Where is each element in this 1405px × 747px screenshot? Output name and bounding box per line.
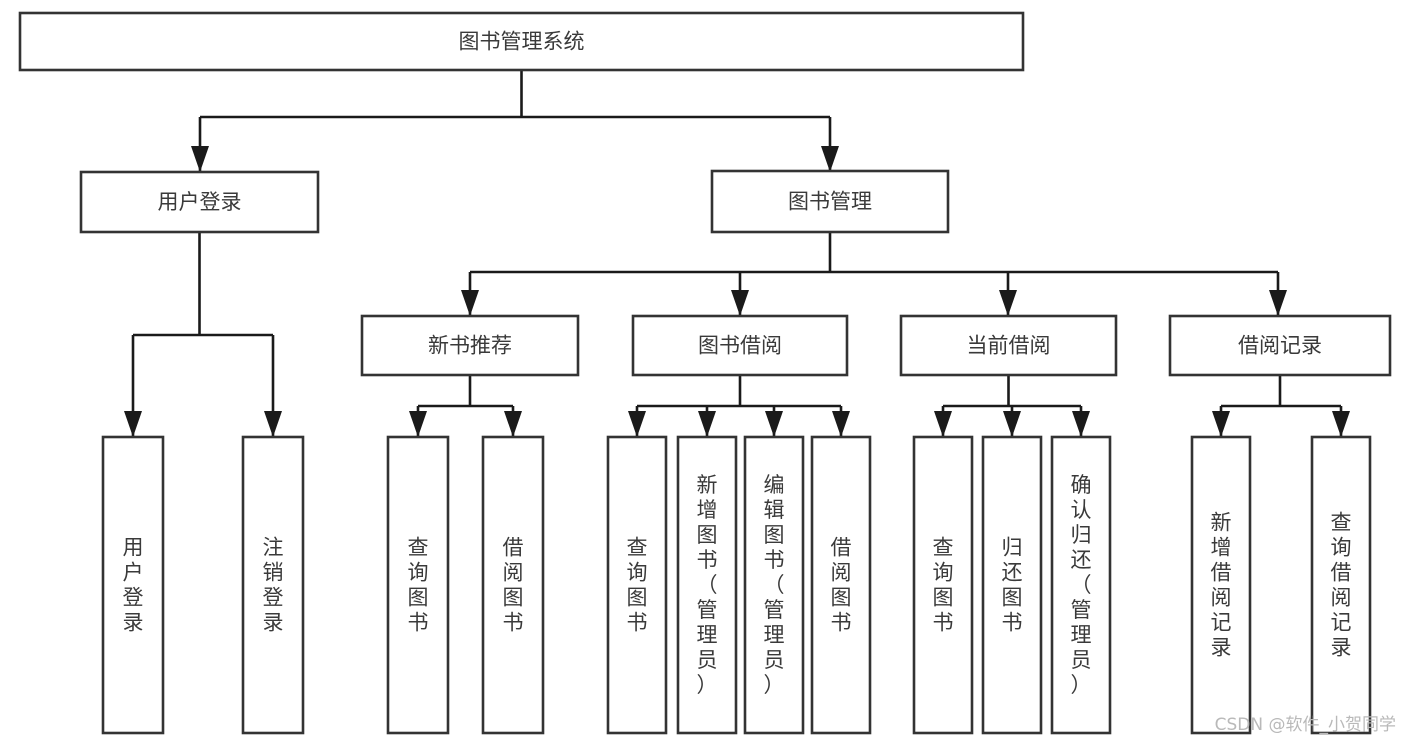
node-box[interactable] (1190, 435, 1252, 735)
leaf-node-leaf-return-book[interactable]: 归还图书 (981, 435, 1043, 735)
node-box[interactable] (676, 435, 738, 735)
node-label: 查询图书 (408, 536, 429, 635)
node-label: 确认归还（管理员） (1071, 473, 1092, 697)
node-box[interactable] (912, 435, 974, 735)
connector-book-borrow-stem (628, 375, 850, 437)
node-box[interactable] (631, 314, 849, 377)
node-box[interactable] (743, 435, 805, 735)
leaf-node-leaf-add-borrow-record[interactable]: 新增借阅记录 (1190, 435, 1252, 735)
level3-node-borrow-record[interactable]: 借阅记录 (1168, 314, 1392, 377)
level2-node-book-management[interactable]: 图书管理 (710, 169, 950, 234)
node-label: 查询图书 (627, 536, 648, 635)
node-label: 编辑图书（管理员） (764, 473, 785, 697)
leaf-node-leaf-confirm-return[interactable]: 确认归还（管理员） (1050, 435, 1112, 735)
node-label: 查询图书 (933, 536, 954, 635)
node-box[interactable] (1168, 314, 1392, 377)
connectors-layer (124, 70, 1350, 437)
node-box[interactable] (1050, 435, 1112, 735)
node-box[interactable] (360, 314, 580, 377)
level2-node-user-login[interactable]: 用户登录 (79, 170, 320, 234)
leaf-node-leaf-add-book[interactable]: 新增图书（管理员） (676, 435, 738, 735)
node-label: 借阅记录 (1238, 334, 1322, 358)
leaf-node-leaf-query-book-borrow[interactable]: 查询图书 (606, 435, 668, 735)
node-label: 用户登录 (158, 190, 242, 214)
leaf-node-leaf-query-book-current[interactable]: 查询图书 (912, 435, 974, 735)
node-box[interactable] (18, 11, 1025, 72)
node-box[interactable] (710, 169, 950, 234)
csdn-watermark: CSDN @软件_小贺同学 (1215, 715, 1396, 735)
node-label: 借阅图书 (503, 536, 524, 635)
node-box[interactable] (606, 435, 668, 735)
node-label: 图书借阅 (698, 334, 782, 358)
node-label: 借阅图书 (831, 536, 852, 635)
node-label: 查询借阅记录 (1331, 511, 1352, 660)
connector-borrow-record-stem (1212, 375, 1350, 437)
leaf-node-leaf-user-login[interactable]: 用户登录 (101, 435, 165, 735)
leaf-node-leaf-query-book-rec[interactable]: 查询图书 (386, 435, 450, 735)
leaf-node-leaf-edit-book[interactable]: 编辑图书（管理员） (743, 435, 805, 735)
level3-node-new-book-recommend[interactable]: 新书推荐 (360, 314, 580, 377)
node-box[interactable] (810, 435, 872, 735)
root-node-root[interactable]: 图书管理系统 (18, 11, 1025, 72)
node-label: 注销登录 (263, 536, 284, 635)
node-box[interactable] (1310, 435, 1372, 735)
node-label: 新书推荐 (428, 334, 512, 358)
node-box[interactable] (79, 170, 320, 234)
node-label: 归还图书 (1002, 536, 1023, 635)
node-label: 图书管理系统 (459, 30, 585, 54)
connector-new-book-recommend-stem (409, 375, 522, 437)
connector-user-login-stem (124, 232, 282, 437)
node-label: 用户登录 (123, 536, 144, 635)
leaf-node-leaf-borrow-book-rec[interactable]: 借阅图书 (481, 435, 545, 735)
leaf-node-leaf-query-borrow-record[interactable]: 查询借阅记录 (1310, 435, 1372, 735)
connector-root-stem (191, 70, 839, 172)
level3-node-current-borrow[interactable]: 当前借阅 (899, 314, 1118, 377)
connector-book-management-stem (461, 232, 1287, 316)
node-label: 当前借阅 (967, 334, 1051, 358)
node-box[interactable] (481, 435, 545, 735)
connector-current-borrow-stem (934, 375, 1090, 437)
node-box[interactable] (899, 314, 1118, 377)
node-box[interactable] (386, 435, 450, 735)
leaf-node-leaf-borrow-book[interactable]: 借阅图书 (810, 435, 872, 735)
nodes-layer: 图书管理系统用户登录图书管理新书推荐图书借阅当前借阅借阅记录用户登录注销登录查询… (18, 11, 1392, 735)
node-label: 新增图书（管理员） (697, 473, 718, 697)
level3-node-book-borrow[interactable]: 图书借阅 (631, 314, 849, 377)
node-box[interactable] (241, 435, 305, 735)
node-box[interactable] (981, 435, 1043, 735)
node-label: 图书管理 (788, 190, 872, 214)
leaf-node-leaf-logout[interactable]: 注销登录 (241, 435, 305, 735)
node-label: 新增借阅记录 (1211, 511, 1232, 660)
node-box[interactable] (101, 435, 165, 735)
